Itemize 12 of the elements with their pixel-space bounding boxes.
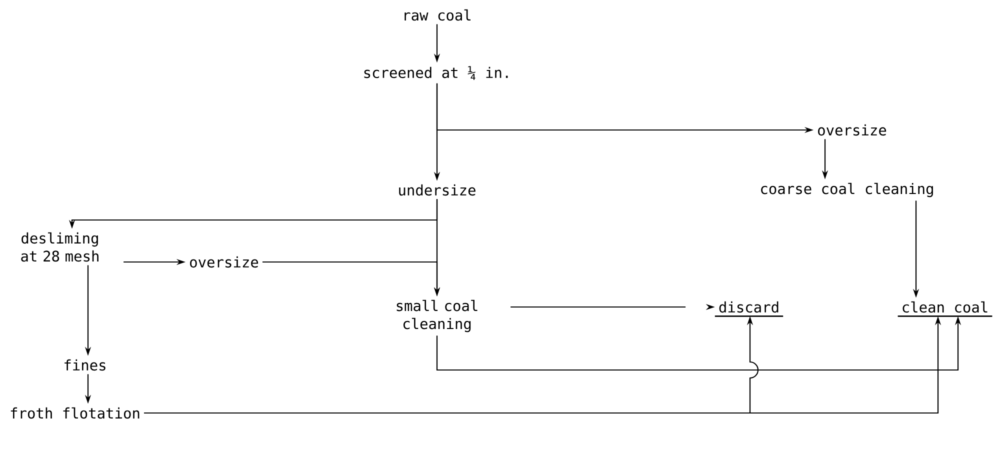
process-label: screened at ¼ in. xyxy=(364,66,508,80)
process-label: desliming at 28 mesh xyxy=(21,232,98,262)
process-label: coarse coal cleaning xyxy=(761,182,933,198)
process-label: oversize xyxy=(190,256,258,268)
output-label: clean coal xyxy=(898,301,992,317)
process-label: froth flotation xyxy=(10,407,140,419)
process-label: small coal cleaning xyxy=(396,300,478,332)
process-label: raw coal xyxy=(404,9,471,21)
process-label: oversize xyxy=(818,124,886,136)
process-label: undersize xyxy=(399,184,476,196)
process-label: fines xyxy=(64,359,106,371)
output-label: discard xyxy=(714,301,784,317)
